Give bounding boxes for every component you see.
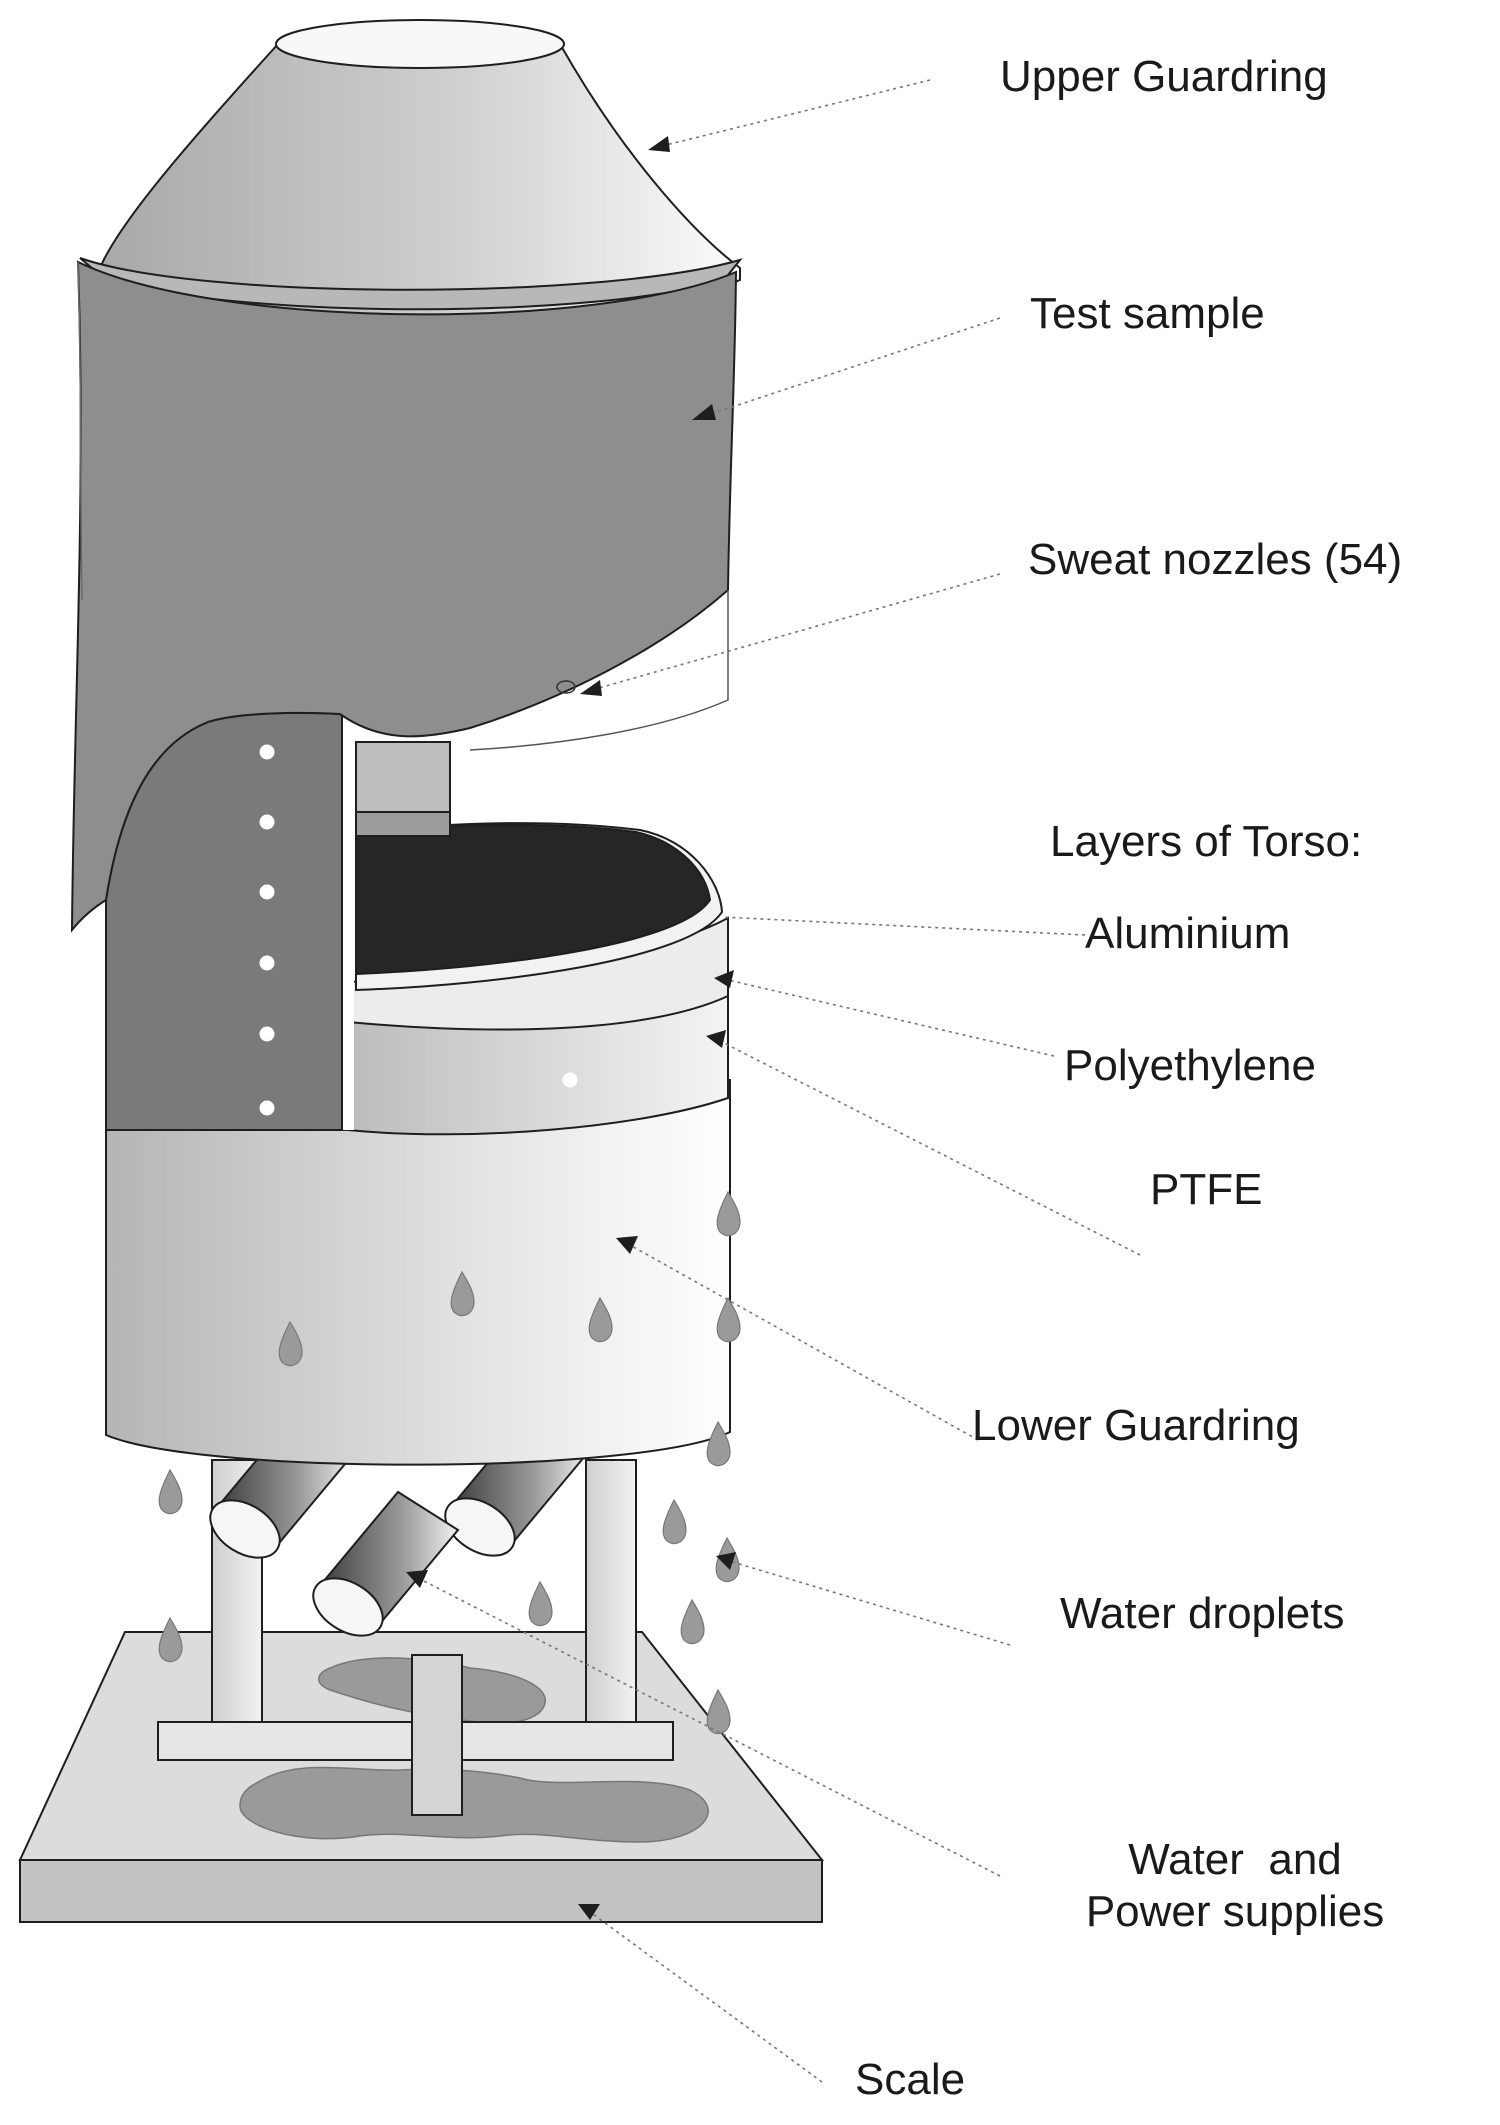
leader-lines	[417, 79, 1141, 2083]
label-water-and-power-supplies: Water and Power supplies	[1040, 1838, 1430, 1934]
label-power-supplies: Power supplies	[1085, 1887, 1385, 1936]
upper-guardring	[98, 19, 741, 325]
leader-test-sample	[704, 317, 1001, 417]
leader-aluminium	[721, 916, 1086, 936]
label-test-sample: Test sample	[1030, 289, 1265, 338]
lower-guardring	[105, 1079, 731, 1466]
label-layers-of-torso: Layers of Torso:	[1050, 817, 1363, 866]
label-water-droplets: Water droplets	[1060, 1589, 1345, 1638]
arrowheads	[406, 136, 736, 1920]
sweat-nozzles	[259, 744, 578, 1116]
leader-water-droplets	[725, 1559, 1011, 1646]
label-sweat-nozzles: Sweat nozzles (54)	[1028, 535, 1403, 584]
label-polyethylene: Polyethylene	[1064, 1041, 1316, 1090]
label-scale: Scale	[855, 2055, 966, 2104]
leader-sweat-nozzles	[591, 573, 1001, 691]
leader-scale	[589, 1911, 823, 2083]
aluminium-layer	[355, 822, 724, 992]
leader-polyethylene	[727, 979, 1055, 1057]
label-aluminium: Aluminium	[1085, 909, 1291, 958]
label-water-and: Water and	[1128, 1835, 1342, 1884]
sweat-nozzle-hole	[556, 680, 576, 694]
inner-core	[355, 741, 451, 837]
label-ptfe: PTFE	[1150, 1165, 1263, 1214]
leader-upper-guardring	[661, 79, 931, 147]
label-upper-guardring: Upper Guardring	[1000, 52, 1328, 101]
water-droplets	[158, 1190, 741, 1735]
label-lower-guardring: Lower Guardring	[972, 1401, 1300, 1450]
test-sample	[70, 257, 743, 933]
torso-outline	[469, 590, 729, 751]
leader-ptfe	[717, 1039, 1141, 1256]
